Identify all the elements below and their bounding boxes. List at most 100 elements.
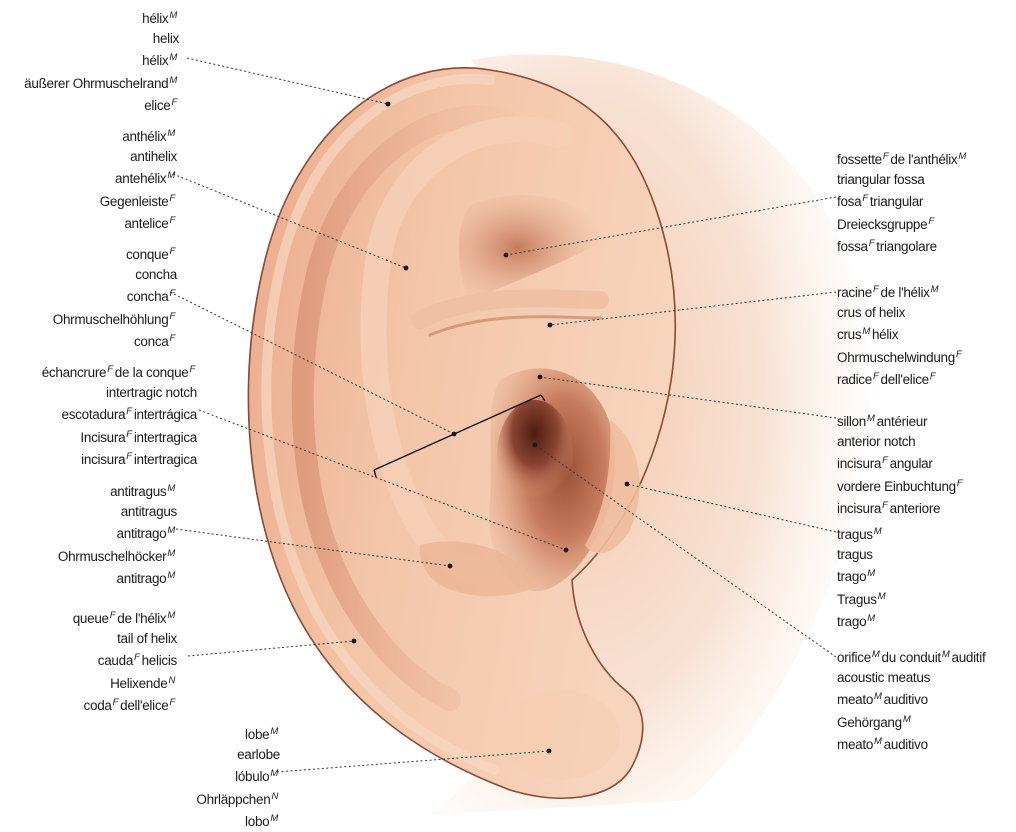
label-line: tragus (837, 545, 887, 565)
dot-crus-of-helix (548, 323, 553, 328)
label-line: antitragusM (58, 479, 177, 502)
gender-marker: F (169, 697, 175, 708)
term-text: angular (890, 456, 933, 471)
label-tragus: tragusMtragustragoMTragusMtragoM (837, 522, 887, 632)
gender-marker: F (126, 451, 132, 462)
gender-marker: M (903, 714, 911, 725)
term-text: trago (837, 569, 866, 584)
term-text: Helixende (110, 676, 167, 691)
term-text: anterior notch (837, 434, 915, 449)
label-line: GehörgangM (837, 710, 985, 733)
term-text: sillon (837, 414, 866, 429)
label-line: incisuraFanteriore (837, 496, 964, 519)
gender-marker: F (107, 364, 113, 375)
label-line: tragusM (837, 522, 887, 545)
label-line: hélixM (24, 48, 179, 71)
dot-tragus (625, 482, 630, 487)
term-text: du conduit (882, 650, 941, 665)
term-text: triangolare (876, 239, 937, 254)
term-text: elice (144, 98, 170, 113)
label-line: antitragus (58, 502, 177, 522)
term-text: de l'hélix (117, 611, 166, 626)
dot-concha (452, 432, 457, 437)
term-text: fossette (837, 152, 882, 167)
term-text: hélix (142, 11, 168, 26)
dot-antihelix (404, 266, 409, 271)
label-line: concha (53, 265, 177, 285)
term-text: orifice (837, 650, 871, 665)
term-text: antihelix (130, 149, 177, 164)
gender-marker: F (113, 697, 119, 708)
label-triangular-fossa: fossetteFde l'anthélixMtriangular fossaf… (837, 147, 968, 257)
gender-marker: F (110, 610, 116, 621)
term-text: earlobe (237, 747, 280, 762)
gender-marker: F (928, 216, 934, 227)
term-text: fossa (837, 239, 868, 254)
label-line: OhrmuschelhöckerM (58, 544, 177, 567)
term-text: concha (127, 289, 169, 304)
label-line: tragoM (837, 609, 887, 632)
label-line: TragusM (837, 587, 887, 610)
term-text: äußerer Ohrmuschelrand (24, 76, 168, 91)
gender-marker: F (873, 284, 879, 295)
label-line: concaF (53, 329, 177, 352)
term-text: queue (73, 611, 109, 626)
gender-marker: M (169, 10, 177, 21)
dot-tail-of-helix (352, 639, 357, 644)
label-tail-of-helix: queueFde l'hélixMtail of helixcaudaFheli… (73, 606, 177, 716)
gender-marker: M (878, 591, 886, 602)
term-text: cauda (98, 653, 133, 668)
term-text: meato (837, 692, 873, 707)
term-text: Ohrmuschelhöhlung (53, 312, 169, 327)
gender-marker: M (270, 813, 278, 824)
label-line: tail of helix (73, 629, 177, 649)
term-text: meato (837, 737, 873, 752)
gender-marker: M (862, 326, 870, 337)
label-line: vordere EinbuchtungF (837, 474, 964, 497)
gender-marker: F (869, 238, 875, 249)
term-text: triangular (870, 194, 923, 209)
leader-helix (187, 58, 388, 104)
term-text: crus (837, 327, 861, 342)
gender-marker: F (930, 371, 936, 382)
label-line: OhrmuschelhöhlungF (53, 307, 177, 330)
term-text: antitragus (121, 504, 177, 519)
gender-marker: M (867, 613, 875, 624)
label-line: échancrureFde la conqueF (42, 360, 197, 383)
term-text: auditivo (884, 737, 928, 752)
gender-marker: N (271, 791, 278, 802)
label-line: anthélixM (100, 124, 177, 147)
label-line: helix (24, 29, 179, 49)
gender-marker: M (167, 128, 175, 139)
label-line: intertragic notch (42, 383, 197, 403)
gender-marker: M (167, 548, 175, 559)
gender-marker: M (270, 768, 278, 779)
term-text: dell'elice (120, 698, 168, 713)
label-line: anterior notch (837, 432, 964, 452)
label-line: fossaFtriangolare (837, 234, 968, 257)
label-line: lobeM (196, 722, 280, 745)
term-text: Dreiecksgruppe (837, 217, 927, 232)
gender-marker: F (882, 500, 888, 511)
gender-marker: M (169, 52, 177, 63)
label-line: conqueF (53, 242, 177, 265)
gender-marker: M (167, 610, 175, 621)
label-line: antitragoM (58, 521, 177, 544)
term-text: incisura (837, 501, 881, 516)
label-line: IncisuraFintertragica (42, 425, 197, 448)
label-intertragic-notch: échancrureFde la conqueFintertragic notc… (42, 360, 197, 470)
gender-marker: M (931, 284, 939, 295)
dot-anterior-notch (538, 375, 543, 380)
term-text: antitragus (110, 484, 166, 499)
gender-marker: F (169, 288, 175, 299)
term-text: triangular fossa (837, 172, 925, 187)
label-line: antihelix (100, 147, 177, 167)
term-text: intertragica (134, 452, 197, 467)
term-text: acoustic meatus (837, 670, 930, 685)
